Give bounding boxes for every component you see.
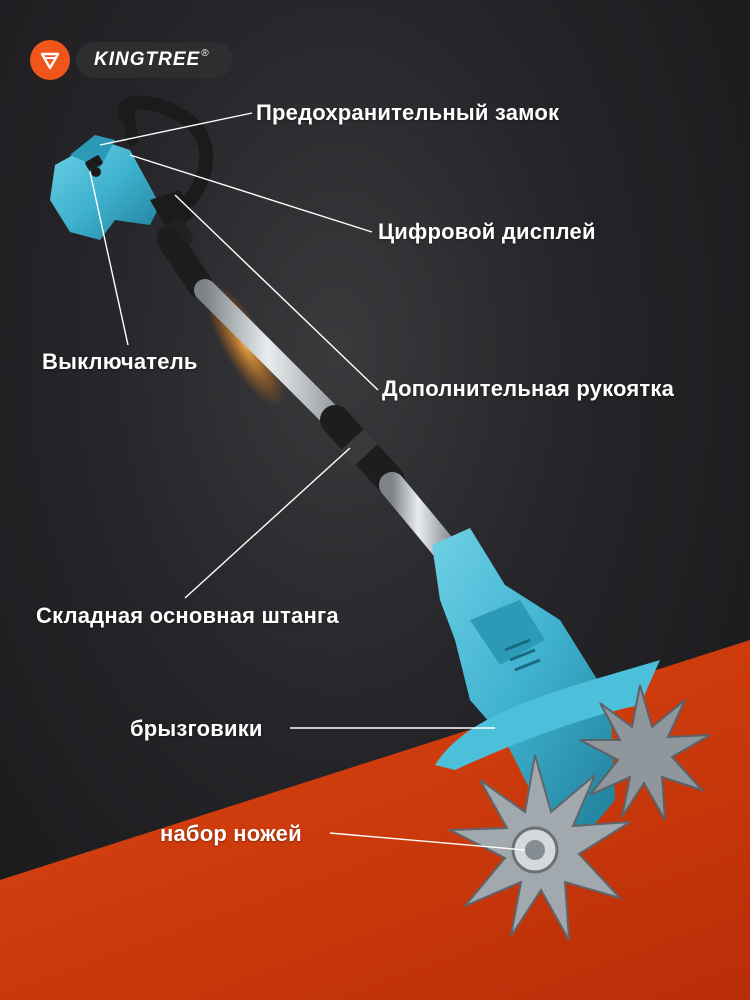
digital-display-screen (85, 155, 103, 171)
label-folding-shaft: Складная основная штанга (36, 603, 339, 628)
label-digital-display: Цифровой дисплей (378, 219, 596, 244)
line-folding-shaft (184, 447, 351, 599)
callout-lines (89, 112, 526, 851)
label-safety-lock: Предохранительный замок (256, 100, 560, 125)
main-handle (117, 95, 214, 207)
label-mud-guards: брызговики (130, 716, 263, 741)
mud-guard (435, 660, 660, 770)
folding-clamp (320, 405, 405, 495)
line-blade-set (329, 832, 526, 851)
line-extra-handle (174, 194, 379, 391)
handle-housing (50, 135, 160, 240)
brand-badge-icon (30, 40, 70, 80)
line-safety-lock (99, 112, 253, 146)
line-switch (89, 171, 129, 346)
front-tines (446, 754, 631, 941)
line-digital-display (129, 154, 373, 233)
power-switch (91, 167, 101, 177)
upper-shaft (194, 279, 356, 441)
label-switch: Выключатель (42, 349, 198, 374)
registered-mark: ® (201, 48, 209, 59)
motor-body (432, 528, 615, 830)
brand-name-pill: KINGTREE ® (76, 42, 233, 78)
brand-logo: KINGTREE ® (30, 40, 233, 80)
label-blade-set: набор ножей (160, 821, 302, 846)
rear-tines (579, 684, 711, 821)
label-extra-handle: Дополнительная рукоятка (382, 376, 675, 401)
brand-name: KINGTREE (94, 49, 201, 70)
